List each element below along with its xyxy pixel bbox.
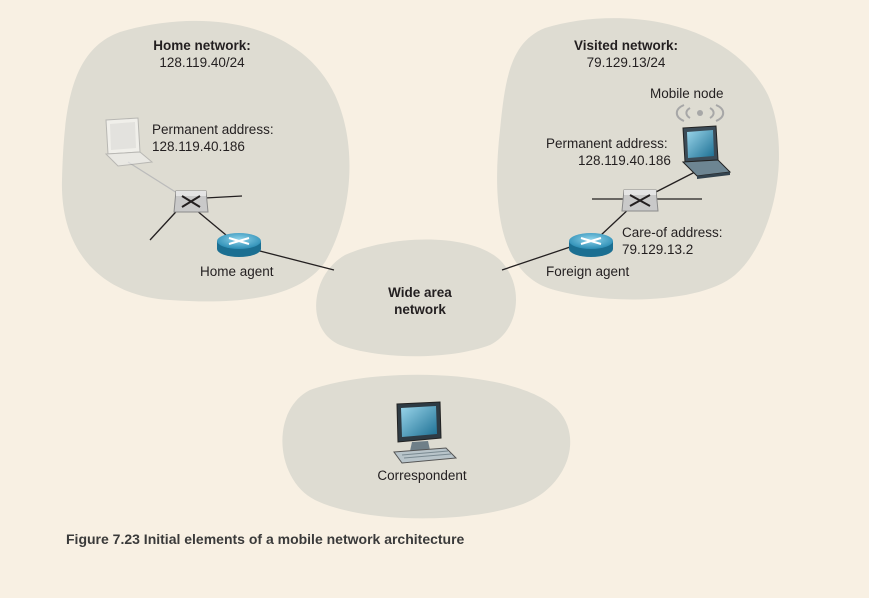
home-network-title: Home network: xyxy=(153,38,251,53)
wireless-signal-icon xyxy=(675,104,725,122)
care-of-address-label: Care-of address: xyxy=(622,225,723,240)
home-network-region xyxy=(61,20,350,302)
care-of-address-value: 79.129.13.2 xyxy=(622,242,694,257)
visited-network-title: Visited network: xyxy=(573,38,679,53)
foreign-switch-icon xyxy=(621,189,659,212)
home-agent-router-icon xyxy=(217,233,261,257)
home-agent-label: Home agent xyxy=(200,264,274,279)
visited-permanent-address-label: Permanent address: xyxy=(546,136,668,151)
visited-network-region xyxy=(497,18,780,300)
ghost-laptop-icon xyxy=(104,117,154,167)
figure-caption: Figure 7.23 Initial elements of a mobile… xyxy=(66,531,465,547)
foreign-agent-label: Foreign agent xyxy=(546,264,630,279)
mobile-node-laptop-icon xyxy=(681,125,732,179)
home-permanent-address-label: Permanent address: xyxy=(152,122,274,137)
correspondent-computer-icon xyxy=(393,401,458,464)
wan-region xyxy=(316,239,517,357)
visited-permanent-address-value: 128.119.40.186 xyxy=(578,153,671,168)
wan-label-line1: Wide area xyxy=(388,285,452,300)
home-network-prefix: 128.119.40/24 xyxy=(159,55,245,70)
correspondent-label: Correspondent xyxy=(377,468,467,483)
foreign-agent-router-icon xyxy=(569,233,613,257)
home-permanent-address-value: 128.119.40.186 xyxy=(152,139,245,154)
mobile-node-label: Mobile node xyxy=(650,86,724,101)
home-switch-icon xyxy=(173,190,209,213)
wan-label-line2: network xyxy=(394,302,446,317)
visited-network-prefix: 79.129.13/24 xyxy=(586,55,666,70)
